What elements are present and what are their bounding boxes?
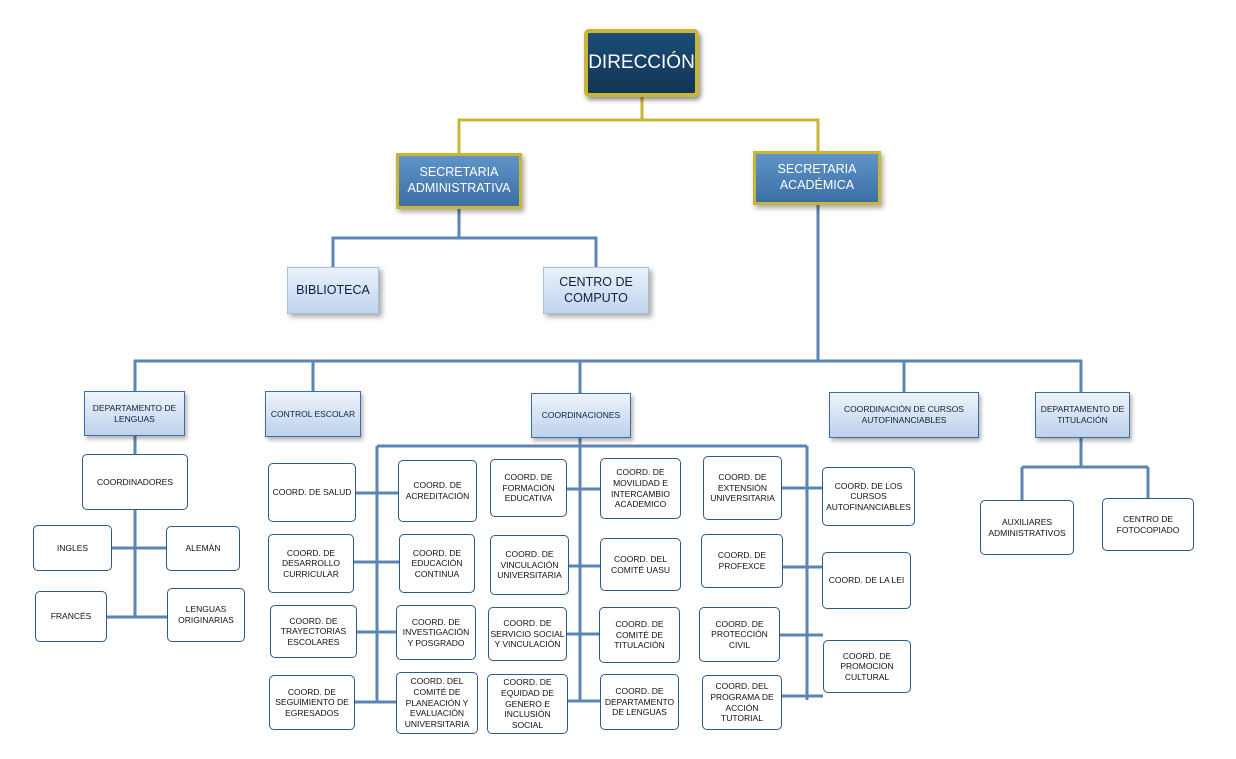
coord-comite-titulacion-label: COORD. DE COMITÉ DE TITULACIÓN [614,619,665,651]
coord-equidad-genero-label: COORD. DE EQUIDAD DE GENERO E INCLUSIÓN … [501,677,554,730]
secretaria-academica-label: SECRETARIA ACADÉMICA [777,162,857,192]
coordinaciones-box: COORDINACIONES [531,393,631,438]
coord-salud-box: COORD. DE SALUD [268,463,356,522]
coord-cursos-autofinanciables-box: COORD. DE LOS CURSOS AUTOFINANCIABLES [822,467,915,526]
connector-titulacion [1020,438,1150,500]
aleman-box: ALEMÁN [166,526,240,571]
control-escolar-box: CONTROL ESCOLAR [265,391,361,437]
coord-comite-uasu-label: COORD. DEL COMITÉ UASU [610,553,671,575]
coord-formacion-educativa-label: COORD. DE FORMACIÓN EDUCATIVA [502,472,555,504]
coord-comite-titulacion-box: COORD. DE COMITÉ DE TITULACIÓN [599,607,680,663]
direccion-box: DIRECCIÓN [584,29,699,97]
coord-lei-label: COORD. DE LA LEI [828,575,905,586]
centro-fotocopiado-label: CENTRO DE FOTOCOPIADO [1116,513,1180,535]
coord-educacion-continua-label: COORD. DE EDUCACIÓN CONTINUA [411,547,463,579]
ingles-box: INGLES [33,525,112,571]
coord-investigacion-posgrado-box: COORD. DE INVESTIGACIÓN Y POSGRADO [396,605,476,660]
ingles-label: INGLES [56,542,89,553]
coord-formacion-educativa-box: COORD. DE FORMACIÓN EDUCATIVA [490,459,567,517]
coord-educacion-continua-box: COORD. DE EDUCACIÓN CONTINUA [399,534,475,593]
coord-acreditacion-box: COORD. DE ACREDITACIÓN [398,460,477,522]
connector-coordinaciones-branches [354,486,823,704]
coord-extension-universitaria-label: COORD. DE EXTENSIÓN UNIVERSITARIA [710,472,775,504]
coord-departamento-lenguas-box: COORD. DE DEPARTAMENTO DE LENGUAS [600,674,679,730]
coord-servicio-social-label: COORD. DE SERVICIO SOCIAL Y VINCULACIÓN [490,618,565,650]
coord-comite-uasu-box: COORD. DEL COMITÉ UASU [600,538,681,591]
coord-desarrollo-curricular-box: COORD. DE DESARROLLO CURRICULAR [268,534,354,593]
coord-movilidad-box: COORD. DE MOVILIDAD E INTERCAMBIO ACADEM… [600,458,681,519]
connector-coordinaciones-frame [375,438,809,702]
coord-proteccion-civil-box: COORD. DE PROTECCIÓN CIVIL [699,607,780,662]
auxiliares-administrativos-box: AUXILIARES ADMINISTRATIVOS [980,500,1074,555]
control-escolar-label: CONTROL ESCOLAR [270,408,356,419]
coord-seguimiento-egresados-label: COORD. DE SEGUIMIENTO DE EGRESADOS [275,686,349,718]
coord-cursos-autofinanciables-label: COORD. DE LOS CURSOS AUTOFINANCIABLES [826,480,911,512]
coordinaciones-label: COORDINACIONES [541,410,621,421]
coord-salud-label: COORD. DE SALUD [272,487,352,498]
coord-movilidad-label: COORD. DE MOVILIDAD E INTERCAMBIO ACADEM… [610,467,671,510]
lenguas-originarias-label: LENGUAS ORIGINARIAS [178,604,234,625]
coord-equidad-genero-box: COORD. DE EQUIDAD DE GENERO E INCLUSIÓN … [487,674,568,734]
secretaria-administrativa-box: SECRETARIA ADMINISTRATIVA [396,153,522,209]
cursos-autofinanciables-box: COORDINACIÓN DE CURSOS AUTOFINANCIABLES [829,392,979,438]
centro-computo-box: CENTRO DE COMPUTO [543,267,649,314]
coord-vinculacion-universitaria-box: COORD. DE VINCULACIÓN UNIVERSITARIA [490,535,569,595]
departamento-lenguas-box: DEPARTAMENTO DE LENGUAS [84,391,185,436]
coord-trayectorias-escolares-box: COORD. DE TRAYECTORIAS ESCOLARES [270,605,357,658]
departamento-lenguas-label: DEPARTAMENTO DE LENGUAS [92,402,177,424]
centro-computo-label: CENTRO DE COMPUTO [559,274,633,305]
coord-promocion-cultural-box: COORD. DE PROMOCION CULTURAL [823,640,911,693]
departamento-titulacion-label: DEPARTAMENTO DE TITULACIÓN [1040,404,1125,425]
secretaria-academica-box: SECRETARIA ACADÉMICA [753,151,881,205]
coordinadores-label: COORDINADORES [96,476,174,487]
coord-comite-planeacion-box: COORD. DEL COMITÉ DE PLANEACIÓN Y EVALUA… [396,672,478,734]
coord-profexce-box: COORD. DE PROFEXCE [701,534,783,588]
auxiliares-administrativos-label: AUXILIARES ADMINISTRATIVOS [988,516,1066,538]
coord-servicio-social-box: COORD. DE SERVICIO SOCIAL Y VINCULACIÓN [488,607,567,661]
connector-academica-departments [133,205,1083,393]
lenguas-originarias-box: LENGUAS ORIGINARIAS [167,588,245,642]
coord-seguimiento-egresados-box: COORD. DE SEGUIMIENTO DE EGRESADOS [269,675,355,730]
coord-comite-planeacion-label: COORD. DEL COMITÉ DE PLANEACIÓN Y EVALUA… [404,676,470,729]
frances-label: FRANCÉS [50,611,92,622]
coord-promocion-cultural-label: COORD. DE PROMOCION CULTURAL [840,650,894,682]
direccion-label: DIRECCIÓN [588,52,695,74]
coord-vinculacion-universitaria-label: COORD. DE VINCULACIÓN UNIVERSITARIA [497,549,562,581]
coordinadores-box: COORDINADORES [82,454,188,510]
coord-desarrollo-curricular-label: COORD. DE DESARROLLO CURRICULAR [281,547,341,579]
coord-extension-universitaria-box: COORD. DE EXTENSIÓN UNIVERSITARIA [703,456,782,520]
centro-fotocopiado-box: CENTRO DE FOTOCOPIADO [1102,498,1194,551]
coord-departamento-lenguas-label: COORD. DE DEPARTAMENTO DE LENGUAS [604,686,675,718]
cursos-autofinanciables-label: COORDINACIÓN DE CURSOS AUTOFINANCIABLES [844,404,964,425]
connector-admin-units [331,208,598,267]
secretaria-administrativa-label: SECRETARIA ADMINISTRATIVA [407,165,511,195]
gold-connectors [457,96,820,154]
coord-profexce-label: COORD. DE PROFEXCE [717,550,767,571]
departamento-titulacion-box: DEPARTAMENTO DE TITULACIÓN [1035,392,1130,438]
coord-investigacion-posgrado-label: COORD. DE INVESTIGACIÓN Y POSGRADO [402,616,470,648]
coord-accion-tutorial-label: COORD. DEL PROGRAMA DE ACCIÓN TUTORIAL [710,681,774,724]
aleman-label: ALEMÁN [185,543,221,554]
coord-lei-box: COORD. DE LA LEI [822,552,911,609]
coord-proteccion-civil-label: COORD. DE PROTECCIÓN CIVIL [711,618,768,650]
coord-trayectorias-escolares-label: COORD. DE TRAYECTORIAS ESCOLARES [280,615,347,647]
frances-box: FRANCÉS [35,591,107,642]
blue-connectors [107,205,1150,704]
biblioteca-label: BIBLIOTECA [296,282,370,297]
coord-acreditacion-label: COORD. DE ACREDITACIÓN [405,480,470,501]
biblioteca-box: BIBLIOTECA [287,267,379,314]
coord-accion-tutorial-box: COORD. DEL PROGRAMA DE ACCIÓN TUTORIAL [702,675,782,730]
connector-direccion-secretarias [457,96,820,154]
connector-lenguas [107,436,167,619]
